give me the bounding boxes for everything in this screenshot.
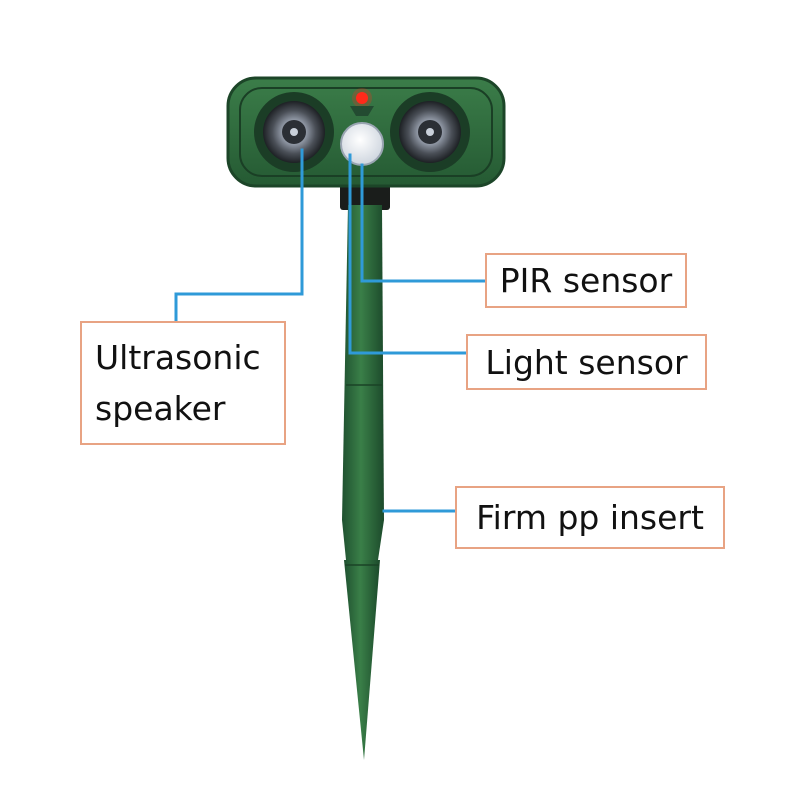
- indicator-led-icon: [356, 92, 368, 104]
- ultrasonic-speaker-label: Ultrasonic speaker: [80, 321, 286, 445]
- firm-pp-insert-text: Firm pp insert: [476, 498, 704, 537]
- leader-lines: [174, 148, 487, 513]
- pir-sensor-label: PIR sensor: [485, 253, 687, 308]
- ultrasonic-text-line2: speaker: [95, 389, 226, 428]
- light-sensor-text: Light sensor: [485, 342, 688, 382]
- ultrasonic-text-line1: Ultrasonic: [95, 337, 261, 377]
- stake: [340, 180, 390, 760]
- head-unit: [226, 76, 506, 188]
- light-sensor-label: Light sensor: [466, 334, 707, 390]
- ultrasonic-speaker-left: [254, 92, 334, 172]
- leader-ultrasonic: [174, 148, 304, 324]
- pir-sensor-dome: [340, 122, 384, 166]
- ultrasonic-speaker-right: [390, 92, 470, 172]
- firm-pp-insert-label: Firm pp insert: [455, 486, 725, 549]
- pir-sensor-text: PIR sensor: [499, 261, 673, 300]
- leader-light: [348, 153, 468, 355]
- stake-spike: [344, 560, 380, 760]
- stake-shaft: [342, 205, 384, 560]
- leader-pir: [360, 163, 487, 283]
